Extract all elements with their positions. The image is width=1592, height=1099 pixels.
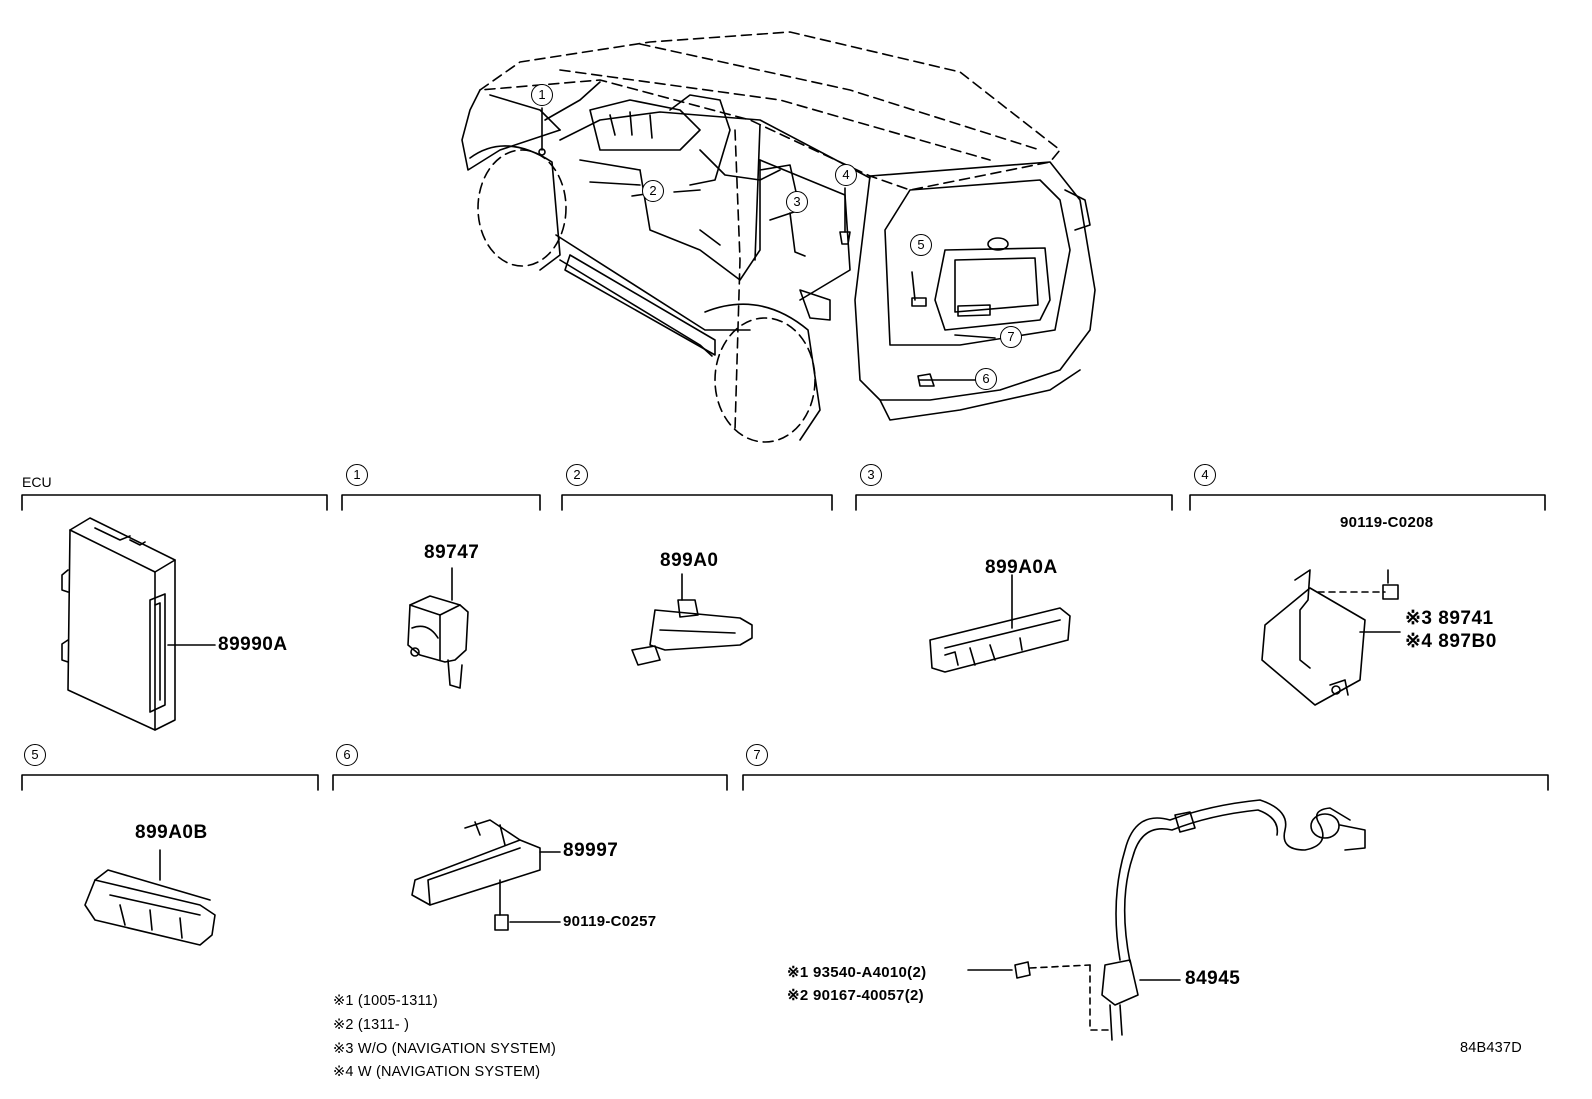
callout-2: 2 <box>642 180 664 202</box>
part-number-89990a: 89990A <box>218 634 288 655</box>
part-899a0-drawing <box>631 573 753 666</box>
vehicle-illustration <box>461 31 1096 443</box>
part-number-89747: 89747 <box>424 542 480 563</box>
part-899a0b-drawing <box>84 849 216 946</box>
section-5-number: 5 <box>24 744 46 766</box>
section-7-number: 7 <box>746 744 768 766</box>
callout-5: 5 <box>910 234 932 256</box>
note-2: ※2 (1311- ) <box>333 1017 410 1033</box>
part-number-899a0b: 899A0B <box>135 822 208 843</box>
section-3-number: 3 <box>860 464 882 486</box>
callout-6: 6 <box>975 368 997 390</box>
diagram-code: 84B437D <box>1460 1040 1522 1056</box>
callout-4: 4 <box>835 164 857 186</box>
section-2-number: 2 <box>566 464 588 486</box>
note-4: ※4 W (NAVIGATION SYSTEM) <box>333 1064 541 1080</box>
section-1-number: 1 <box>346 464 368 486</box>
callout-3: 3 <box>786 191 808 213</box>
callout-7: 7 <box>1000 326 1022 348</box>
part-89747-drawing <box>407 567 469 689</box>
section-6-number: 6 <box>336 744 358 766</box>
note-3: ※3 W/O (NAVIGATION SYSTEM) <box>333 1041 557 1057</box>
part-89997-drawing <box>411 819 561 931</box>
callout-1: 1 <box>531 84 553 106</box>
part-number-93540-a4010: ※1 93540-A4010(2) <box>787 964 927 981</box>
part-89741-drawing <box>1261 569 1401 706</box>
part-number-897b0: ※4 897B0 <box>1405 631 1497 652</box>
section-ecu-label: ECU <box>22 474 52 490</box>
part-number-90119-c0257: 90119-C0257 <box>563 913 657 930</box>
ecu-part-drawing <box>61 517 216 731</box>
section-4-number: 4 <box>1194 464 1216 486</box>
part-number-89741: ※3 89741 <box>1405 608 1494 629</box>
part-84945-drawing <box>967 799 1366 1041</box>
part-number-899a0: 899A0 <box>660 550 719 571</box>
part-number-899a0a: 899A0A <box>985 557 1058 578</box>
part-899a0a-drawing <box>929 574 1071 673</box>
part-number-90167-40057: ※2 90167-40057(2) <box>787 987 924 1004</box>
part-number-89997: 89997 <box>563 840 619 861</box>
part-number-84945: 84945 <box>1185 968 1241 989</box>
note-1: ※1 (1005-1311) <box>333 993 438 1009</box>
part-number-90119-c0208: 90119-C0208 <box>1340 514 1434 531</box>
section-brackets <box>21 494 1549 791</box>
